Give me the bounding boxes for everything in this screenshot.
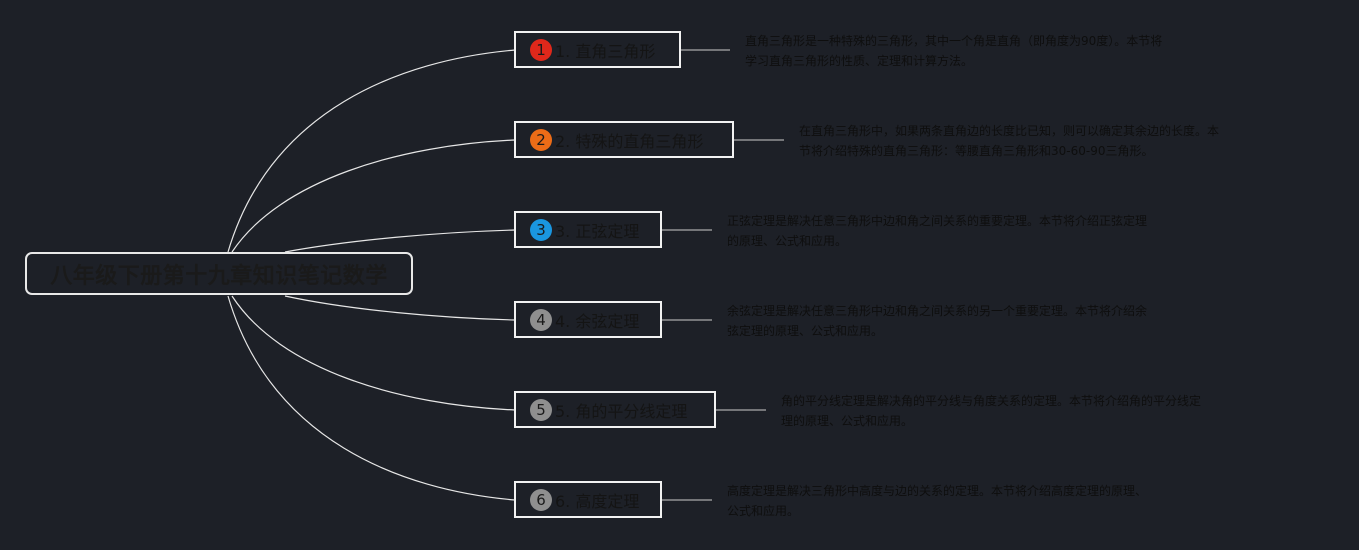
desc-line: 余弦定理是解决任意三角形中边和角之间关系的另一个重要定理。本节将介绍余 — [727, 304, 1148, 318]
desc-line: 弦定理的原理、公式和应用。 — [727, 324, 884, 338]
priority-6-icon: 6 — [530, 488, 552, 511]
topic-node-1[interactable]: 1 1. 直角三角形 — [514, 31, 681, 68]
topic-label-3: 3. 正弦定理 — [555, 221, 640, 241]
priority-1-icon: 1 — [530, 38, 552, 61]
topic-label-5: 5. 角的平分线定理 — [555, 401, 688, 421]
topic-desc-4: 余弦定理是解决任意三角形中边和角之间关系的另一个重要定理。本节将介绍余 弦定理的… — [727, 301, 1147, 341]
topic-node-5[interactable]: 5 5. 角的平分线定理 — [514, 391, 716, 428]
desc-line: 在直角三角形中，如果两条直角边的长度比已知，则可以确定其余边的长度。本 — [799, 124, 1220, 138]
topic-desc-1: 直角三角形是一种特殊的三角形，其中一个角是直角（即角度为90度）。本节将 学习直… — [745, 31, 1162, 71]
topic-node-3[interactable]: 3 3. 正弦定理 — [514, 211, 662, 248]
topic-node-2[interactable]: 2 2. 特殊的直角三角形 — [514, 121, 734, 158]
topic-desc-3: 正弦定理是解决任意三角形中边和角之间关系的重要定理。本节将介绍正弦定理 的原理、… — [727, 211, 1147, 251]
topic-desc-6: 高度定理是解决三角形中高度与边的关系的定理。本节将介绍高度定理的原理、 公式和应… — [727, 481, 1147, 521]
root-node[interactable]: 八年级下册第十九章知识笔记数学 — [25, 252, 413, 295]
topic-node-6[interactable]: 6 6. 高度定理 — [514, 481, 662, 518]
priority-2-icon: 2 — [530, 128, 552, 151]
priority-5-icon: 5 — [530, 398, 552, 421]
topic-label-6: 6. 高度定理 — [555, 491, 640, 511]
topic-label-2: 2. 特殊的直角三角形 — [555, 131, 704, 151]
desc-line: 角的平分线定理是解决角的平分线与角度关系的定理。本节将介绍角的平分线定 — [781, 394, 1202, 408]
topic-desc-5: 角的平分线定理是解决角的平分线与角度关系的定理。本节将介绍角的平分线定 理的原理… — [781, 391, 1201, 431]
topic-desc-2: 在直角三角形中，如果两条直角边的长度比已知，则可以确定其余边的长度。本 节将介绍… — [799, 121, 1219, 161]
desc-line: 直角三角形是一种特殊的三角形，其中一个角是直角（即角度为90度）。本节将 — [745, 34, 1163, 48]
desc-line: 的原理、公式和应用。 — [727, 234, 848, 248]
desc-line: 学习直角三角形的性质、定理和计算方法。 — [745, 54, 974, 68]
topic-label-1: 1. 直角三角形 — [555, 41, 656, 61]
connector-4 — [284, 295, 516, 321]
desc-line: 节将介绍特殊的直角三角形：等腰直角三角形和30-60-90三角形。 — [799, 144, 1154, 158]
connector-1 — [227, 49, 516, 253]
desc-line: 理的原理、公式和应用。 — [781, 414, 914, 428]
connector-5 — [231, 295, 516, 411]
connector-6 — [227, 295, 516, 501]
connector-2 — [231, 139, 516, 253]
desc-line: 高度定理是解决三角形中高度与边的关系的定理。本节将介绍高度定理的原理、 — [727, 484, 1148, 498]
priority-3-icon: 3 — [530, 218, 552, 241]
root-title: 八年级下册第十九章知识笔记数学 — [50, 263, 388, 289]
priority-4-icon: 4 — [530, 308, 552, 331]
desc-line: 正弦定理是解决任意三角形中边和角之间关系的重要定理。本节将介绍正弦定理 — [727, 214, 1148, 228]
desc-line: 公式和应用。 — [727, 504, 800, 518]
topic-label-4: 4. 余弦定理 — [555, 311, 640, 331]
connector-3 — [284, 229, 516, 253]
topic-node-4[interactable]: 4 4. 余弦定理 — [514, 301, 662, 338]
